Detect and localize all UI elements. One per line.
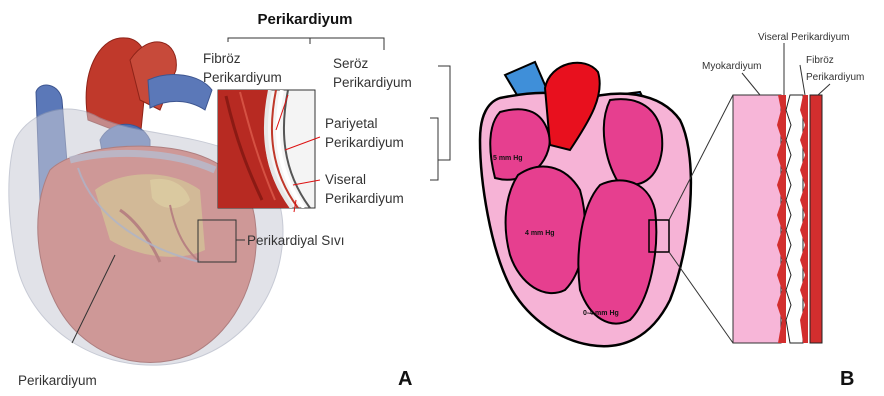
label-myokardiyum-b: Myokardiyum xyxy=(702,61,761,72)
title-bracket xyxy=(228,38,384,50)
pressure-label-mid: 4 mm Hg xyxy=(525,230,555,237)
panel-letter-a: A xyxy=(398,368,412,390)
pressure-label-top: 5 mm Hg xyxy=(493,155,523,162)
label-viseral-line1: Viseral xyxy=(325,172,366,187)
label-pariyetal-line2: Perikardiyum xyxy=(325,135,404,150)
inset-cross-section xyxy=(218,90,320,212)
panel-letter-b: B xyxy=(840,368,854,390)
label-seroz-line2: Perikardiyum xyxy=(333,75,412,90)
label-perikardiyum-bottom: Perikardiyum xyxy=(18,373,97,388)
seroz-bracket xyxy=(438,66,450,160)
label-fibroz-line1: Fibröz xyxy=(203,51,241,66)
label-fibroz-b-line2: Perikardiyum xyxy=(806,72,864,83)
label-fibroz-line2: Perikardiyum xyxy=(203,70,282,85)
layer-strip xyxy=(733,43,830,343)
label-perikardiyal-sivi: Perikardiyal Sıvı xyxy=(247,233,345,248)
title-perikardiyum: Perikardiyum xyxy=(257,11,352,28)
label-viseral-line2: Perikardiyum xyxy=(325,191,404,206)
label-seroz-line1: Seröz xyxy=(333,56,369,71)
pressure-label-bottom: 0-4 mm Hg xyxy=(583,310,619,317)
schematic-heart xyxy=(480,62,733,346)
label-fibroz-b-line1: Fibröz xyxy=(806,55,834,66)
label-viseral-perikardiyum-b: Viseral Perikardiyum xyxy=(758,32,850,43)
pariyetal-viseral-bracket xyxy=(430,118,438,180)
label-pariyetal-line1: Pariyetal xyxy=(325,116,378,131)
